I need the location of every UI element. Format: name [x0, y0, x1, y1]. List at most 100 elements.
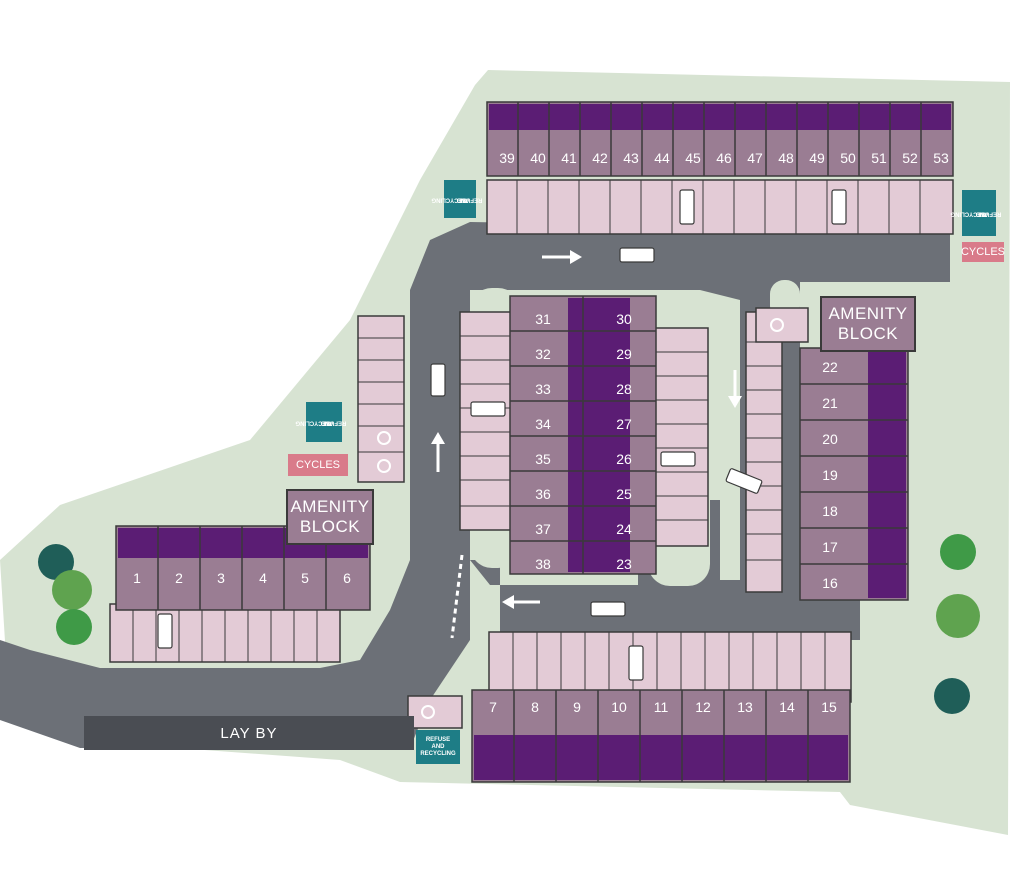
plot-number-5: 5	[301, 570, 309, 586]
plot-number-17: 17	[822, 539, 838, 555]
car-icon	[660, 451, 696, 467]
plot-number-19: 19	[822, 467, 838, 483]
plot-number-48: 48	[778, 150, 794, 166]
plot-number-36: 36	[535, 486, 551, 502]
parking-bay-lines	[132, 180, 921, 702]
plot-number-27: 27	[616, 416, 632, 432]
car-icon	[725, 468, 763, 494]
plot-number-40: 40	[530, 150, 546, 166]
plot-number-33: 33	[535, 381, 551, 397]
plot-number-2: 2	[175, 570, 183, 586]
car-icon	[619, 247, 655, 263]
plot-number-28: 28	[616, 381, 632, 397]
car-icon	[628, 645, 644, 681]
plot-number-51: 51	[871, 150, 887, 166]
tree-icon	[56, 609, 92, 645]
plot-number-12: 12	[695, 699, 711, 715]
plot-number-25: 25	[616, 486, 632, 502]
arrow-left-icon	[502, 595, 540, 609]
plot-blocks	[115, 101, 954, 783]
pedestrian-crossing	[450, 554, 464, 639]
plot-number-20: 20	[822, 431, 838, 447]
plot-number-29: 29	[616, 346, 632, 362]
amenity-label-line2: BLOCK	[299, 517, 361, 536]
tree-icon	[940, 534, 976, 570]
plot-number-52: 52	[902, 150, 918, 166]
plot-number-24: 24	[616, 521, 632, 537]
accessible-parking-icons	[377, 318, 784, 719]
plot-number-41: 41	[561, 150, 577, 166]
plot-number-8: 8	[531, 699, 539, 715]
tree-icon	[52, 570, 92, 610]
accessible-parking-icon	[770, 318, 784, 332]
plot-number-18: 18	[822, 503, 838, 519]
plot-number-44: 44	[654, 150, 670, 166]
arrow-right-icon	[542, 250, 582, 264]
traffic-arrows	[431, 250, 742, 609]
plot-number-1: 1	[133, 570, 141, 586]
plot-number-15: 15	[821, 699, 837, 715]
plot-number-38: 38	[535, 556, 551, 572]
accessible-parking-icon	[377, 431, 391, 445]
accessible-parking-icon	[377, 459, 391, 473]
cycles-label-left: CYCLES	[288, 454, 348, 476]
plot-number-30: 30	[616, 311, 632, 327]
plot-number-4: 4	[259, 570, 267, 586]
plot-number-32: 32	[535, 346, 551, 362]
plot-number-35: 35	[535, 451, 551, 467]
car-icon	[157, 613, 173, 649]
lay-by-label: LAY BY	[84, 716, 414, 750]
plot-number-53: 53	[933, 150, 949, 166]
plot-number-3: 3	[217, 570, 225, 586]
plot-number-34: 34	[535, 416, 551, 432]
arrow-down-icon	[728, 370, 742, 408]
plot-number-9: 9	[573, 699, 581, 715]
car-icons	[157, 189, 847, 681]
car-icon	[430, 363, 446, 397]
car-icon	[590, 601, 626, 617]
plot-number-45: 45	[685, 150, 701, 166]
plot-dividers	[157, 102, 922, 782]
car-icon	[679, 189, 695, 225]
plot-number-42: 42	[592, 150, 608, 166]
plot-number-50: 50	[840, 150, 856, 166]
amenity-label-line2: BLOCK	[837, 324, 899, 343]
plot-number-37: 37	[535, 521, 551, 537]
plot-number-26: 26	[616, 451, 632, 467]
trees	[38, 534, 980, 714]
plot-number-31: 31	[535, 311, 551, 327]
amenity-label-line1: AMENITY	[828, 304, 908, 323]
car-icon	[831, 189, 847, 225]
plot-number-16: 16	[822, 575, 838, 591]
cycles-label-right: CYCLES	[961, 242, 1005, 262]
parking-bays	[109, 179, 954, 729]
plot-number-46: 46	[716, 150, 732, 166]
plot-number-10: 10	[611, 699, 627, 715]
tree-icon	[934, 678, 970, 714]
plot-number-21: 21	[822, 395, 838, 411]
plot-number-39: 39	[499, 150, 515, 166]
plot-number-49: 49	[809, 150, 825, 166]
plot-number-22: 22	[822, 359, 838, 375]
tree-icon	[936, 594, 980, 638]
plot-number-7: 7	[489, 699, 497, 715]
car-icon	[470, 401, 506, 417]
refuse-recycling-sign-bottom: REFUSE AND RECYCLING	[416, 730, 460, 764]
plot-number-11: 11	[654, 699, 669, 715]
amenity-label-line1: AMENITY	[290, 497, 370, 516]
plot-number-43: 43	[623, 150, 639, 166]
plot-number-14: 14	[779, 699, 795, 715]
amenity-block-right: AMENITY BLOCK	[820, 296, 916, 352]
tree-icon	[38, 544, 74, 580]
plot-number-6: 6	[343, 570, 351, 586]
plot-number-47: 47	[747, 150, 763, 166]
accessible-parking-icon	[421, 705, 435, 719]
plot-number-13: 13	[737, 699, 753, 715]
arrow-up-icon	[431, 432, 445, 472]
amenity-block-left: AMENITY BLOCK	[286, 489, 374, 545]
